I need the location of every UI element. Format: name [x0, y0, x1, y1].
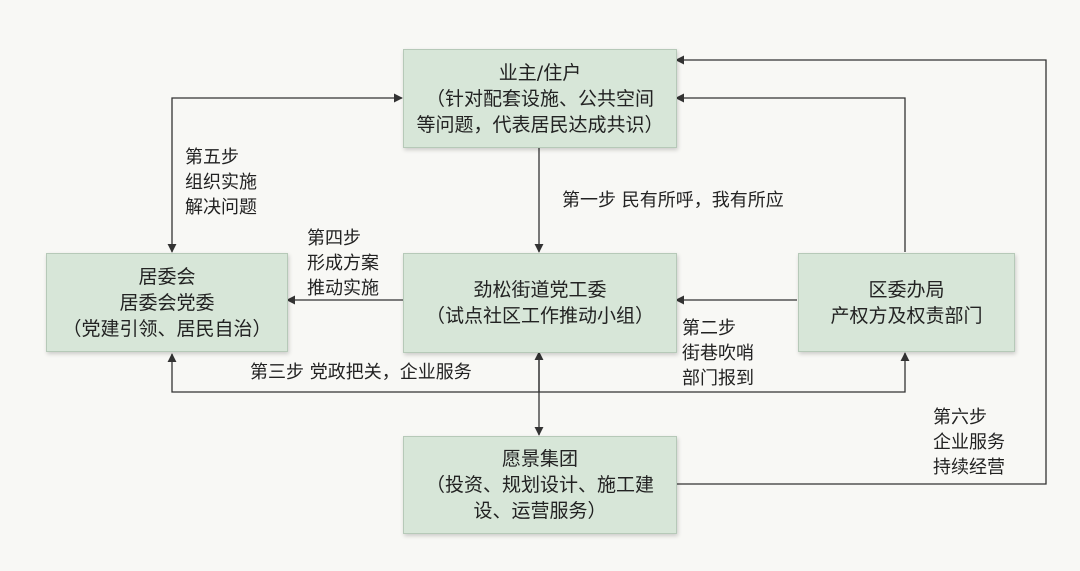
step4-line-1: 第四步	[307, 228, 361, 249]
arrow-enterprise-to-owners	[675, 55, 1047, 485]
node-owners-line-3: 等问题，代表居民达成共识）	[416, 113, 664, 136]
node-enterprise: 愿景集团 （投资、规划设计、施工建 设、运营服务）	[403, 436, 677, 534]
node-party-title: 劲松街道党工委	[473, 279, 607, 301]
step5-line-2: 组织实施	[185, 172, 257, 193]
step6-line-2: 企业服务	[933, 432, 1005, 453]
step5-line-3: 解决问题	[185, 197, 257, 218]
arrow-step3-to-district	[539, 352, 910, 393]
step4-line-2: 形成方案	[307, 253, 379, 274]
step2-line-1: 第二步	[682, 318, 736, 339]
arrow-step3-to-committee	[167, 353, 539, 393]
node-owners-title: 业主/住户	[498, 61, 582, 84]
step3-text: 第三步 党政把关，企业服务	[250, 362, 472, 383]
step2-line-3: 部门报到	[682, 368, 754, 389]
node-district: 区委办局 产权方及权责部门	[798, 253, 1015, 352]
arrow-district-to-owners	[675, 93, 906, 252]
node-party: 劲松街道党工委 （试点社区工作推动小组）	[403, 253, 677, 353]
step3-label: 第三步 党政把关，企业服务	[250, 360, 472, 385]
step6-label: 第六步 企业服务 持续经营	[933, 405, 1005, 480]
step4-line-3: 推动实施	[307, 278, 379, 299]
step5-line-1: 第五步	[185, 147, 239, 168]
node-owners-line-2: （针对配套设施、公共空间	[425, 87, 654, 110]
node-party-line-2: （试点社区工作推动小组）	[425, 305, 654, 327]
step4-label: 第四步 形成方案 推动实施	[307, 226, 379, 301]
node-committee-title: 居委会	[138, 265, 196, 288]
node-committee-line-3: （党建引领、居民自治）	[62, 317, 272, 340]
node-committee-line-2: 居委会党委	[119, 291, 215, 314]
step1-text: 第一步 民有所呼，我有所应	[562, 190, 784, 211]
node-enterprise-title: 愿景集团	[501, 448, 578, 470]
node-committee: 居委会 居委会党委 （党建引领、居民自治）	[46, 253, 288, 352]
step5-label: 第五步 组织实施 解决问题	[185, 145, 257, 220]
step1-label: 第一步 民有所呼，我有所应	[562, 188, 784, 213]
node-owners: 业主/住户 （针对配套设施、公共空间 等问题，代表居民达成共识）	[403, 49, 677, 148]
arrow-committee-owners	[167, 93, 403, 253]
node-district-line-2: 产权方及权责部门	[830, 304, 983, 327]
step2-line-2: 街巷吹哨	[682, 343, 754, 364]
node-enterprise-line-2: （投资、规划设计、施工建	[425, 474, 654, 496]
step6-line-3: 持续经营	[933, 457, 1005, 478]
node-district-title: 区委办局	[868, 278, 945, 301]
node-enterprise-line-3: 设、运营服务）	[473, 500, 607, 522]
step2-label: 第二步 街巷吹哨 部门报到	[682, 316, 754, 391]
step6-line-1: 第六步	[933, 407, 987, 428]
